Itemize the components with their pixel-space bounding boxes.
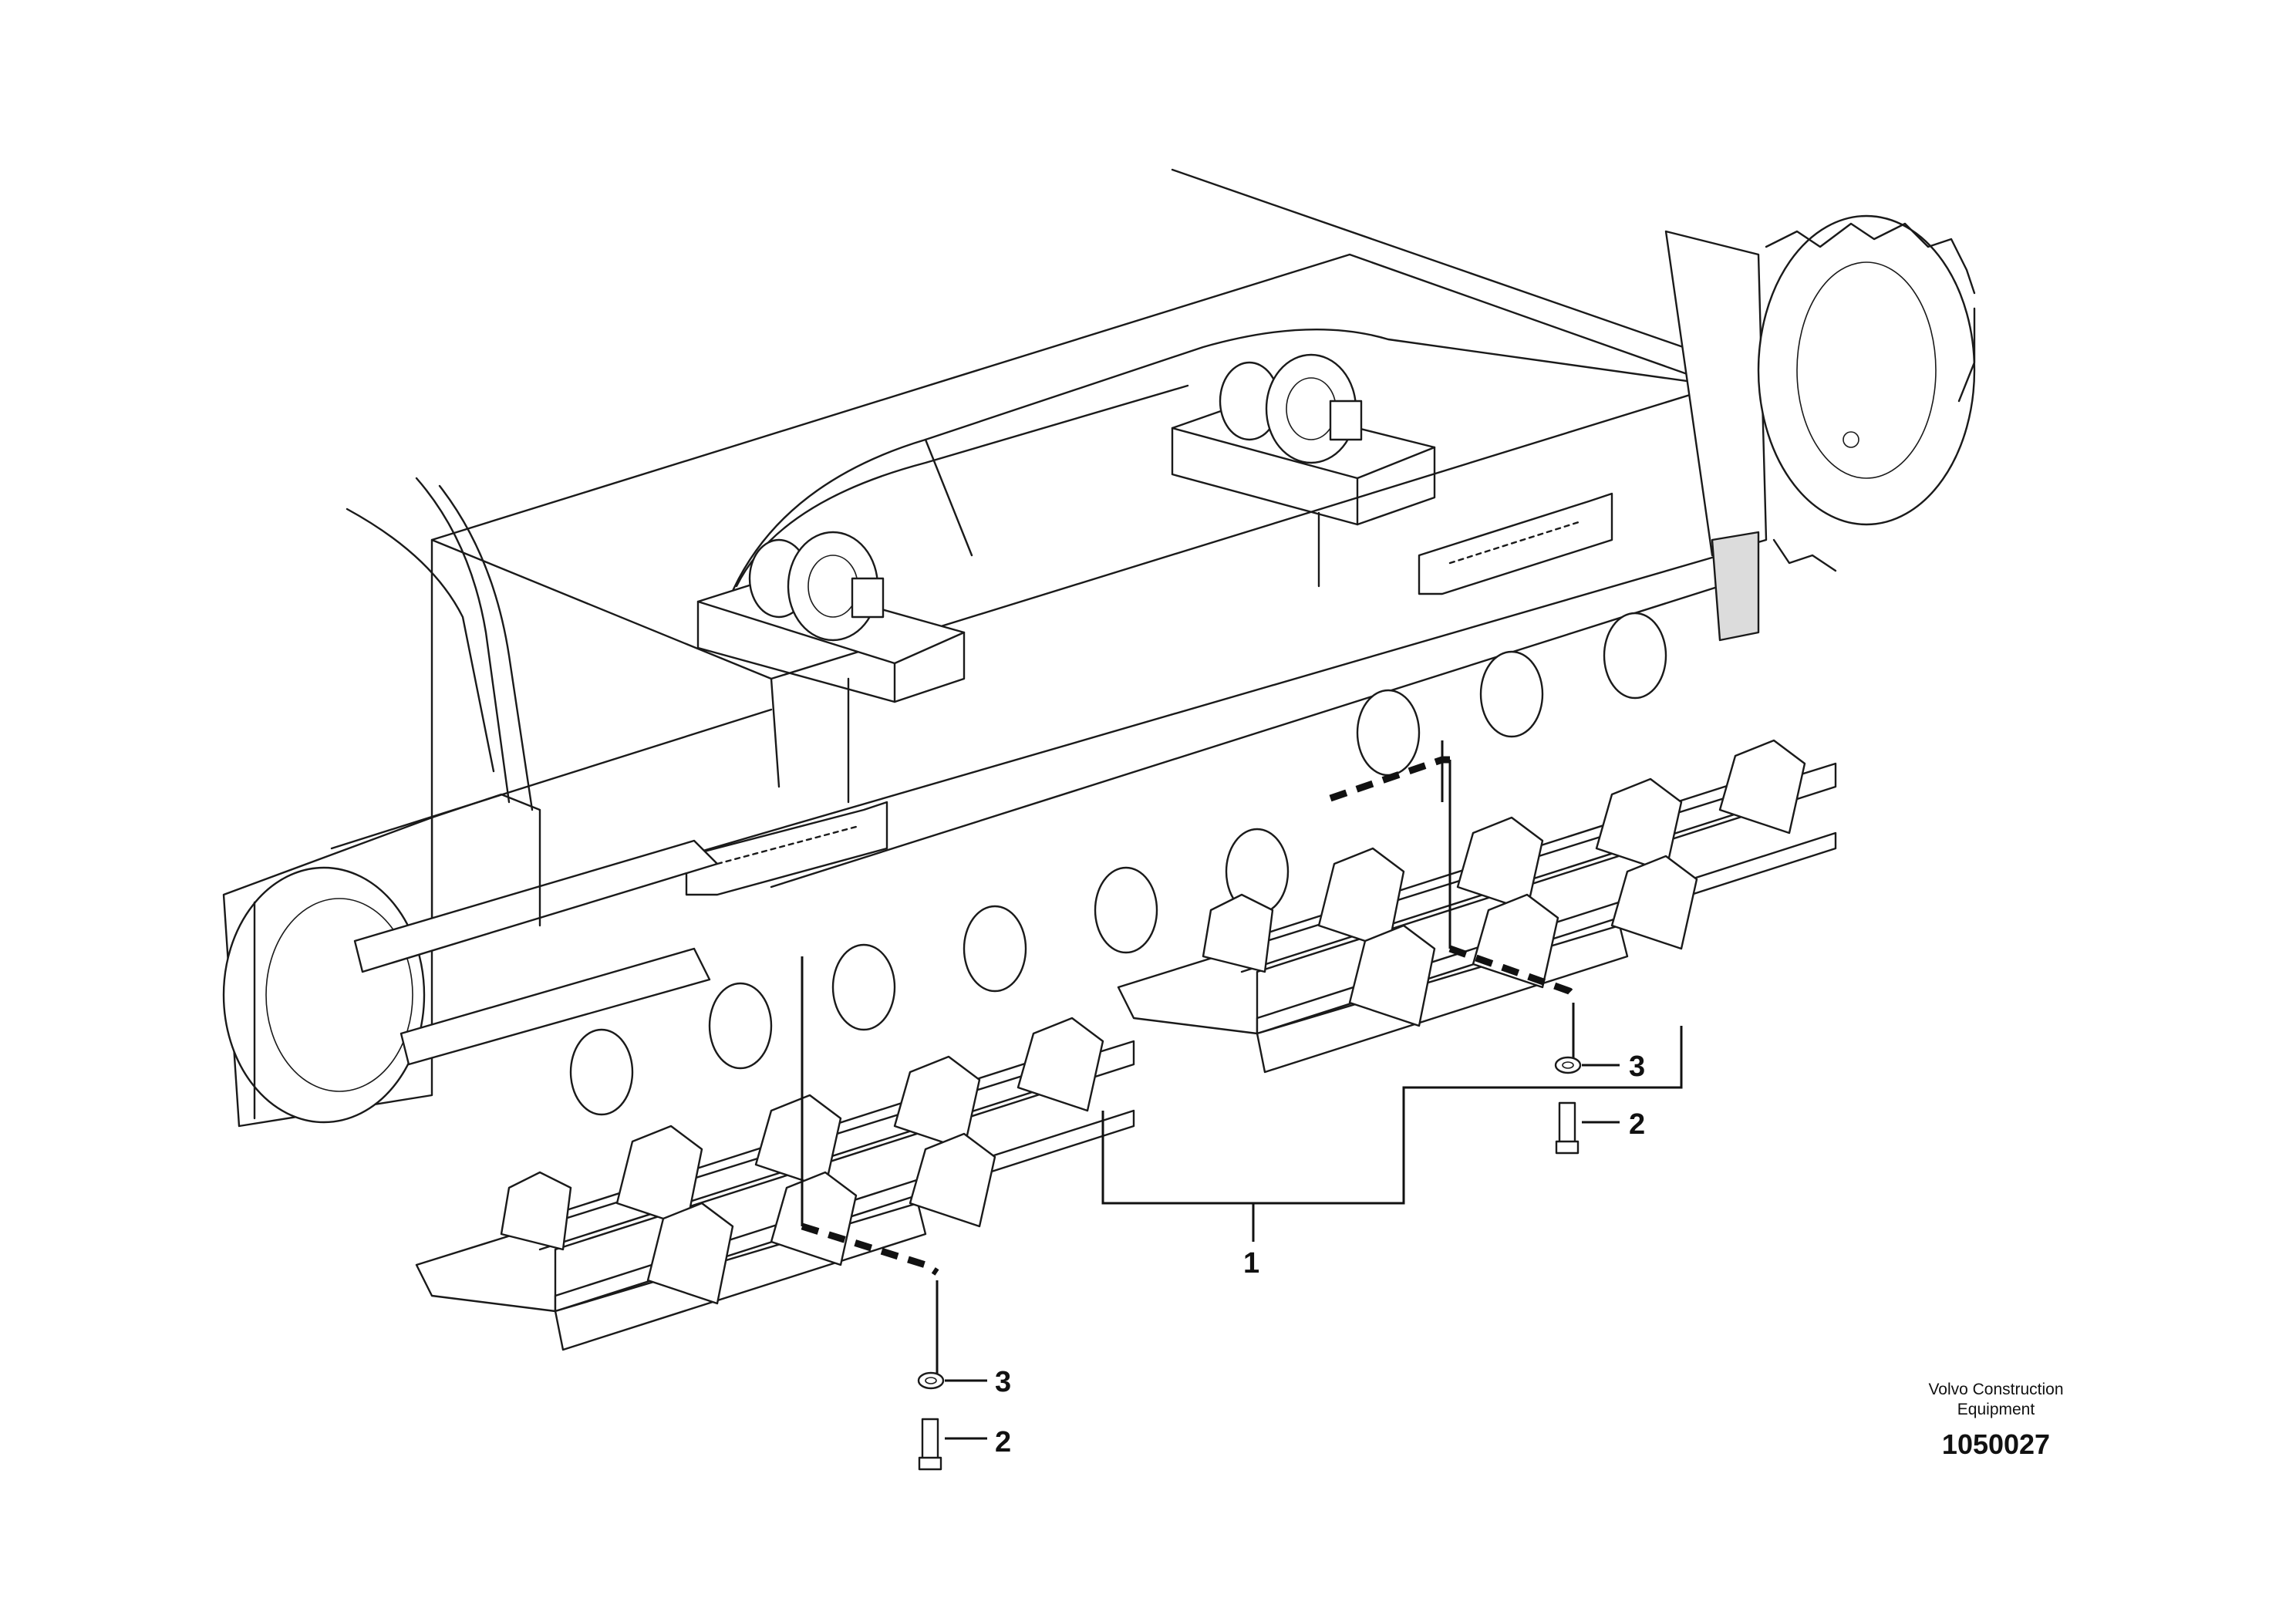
carrier-roller-2 <box>1219 353 1363 464</box>
callout-1: 1 <box>1243 1247 1259 1280</box>
shoe-lugs-right <box>1202 739 1806 1027</box>
carrier-roller-1 <box>748 531 885 642</box>
fastener-paths <box>801 740 1576 1381</box>
shoe-lugs-left <box>500 1017 1104 1305</box>
washer-lower <box>917 1371 945 1390</box>
bolt-lower <box>918 1418 942 1471</box>
company-name-line2: Equipment <box>1957 1401 2035 1418</box>
track-frame <box>222 168 1976 1128</box>
bolt-upper <box>1555 1101 1580 1155</box>
callout-3-upper: 3 <box>1629 1050 1645 1083</box>
front-idler <box>222 793 719 1128</box>
track-shoe-assembly-left <box>415 1017 1135 1351</box>
drive-sprocket <box>1664 214 1976 642</box>
track-rollers <box>569 612 1667 1116</box>
callout-3-lower: 3 <box>995 1366 1011 1398</box>
washer-upper <box>1554 1056 1582 1074</box>
callout-2-upper: 2 <box>1629 1108 1645 1141</box>
company-name-line1: Volvo Construction <box>1928 1381 2063 1398</box>
callout-1-bracket <box>1101 1026 1683 1242</box>
callout-2-lower: 2 <box>995 1426 1011 1458</box>
track-shoe-assembly-right <box>1117 739 1837 1074</box>
drawing-number: 1050027 <box>1942 1428 2050 1460</box>
